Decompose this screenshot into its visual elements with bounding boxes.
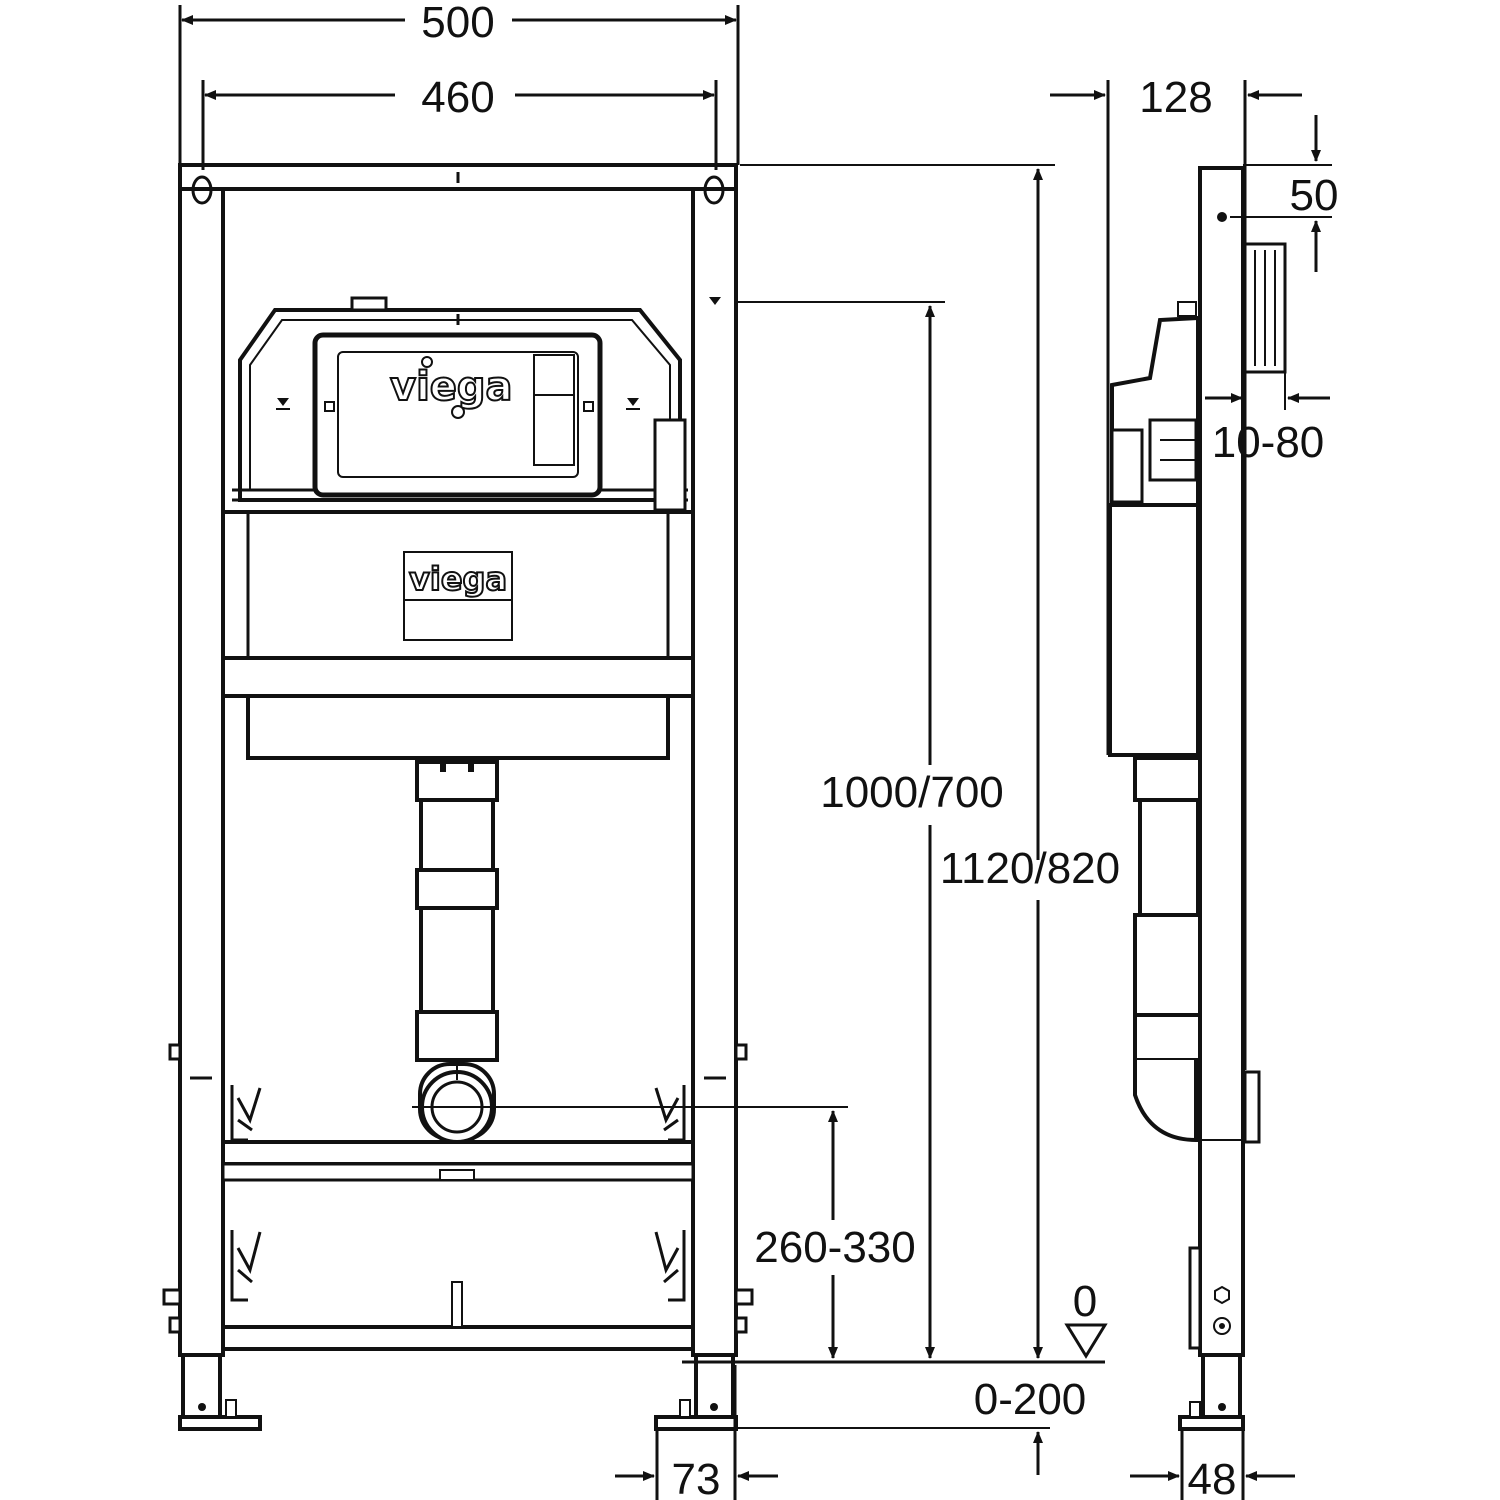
bottom-rail bbox=[221, 1325, 695, 1351]
cistern-height-label: 1000/700 bbox=[820, 768, 1004, 817]
label-plate bbox=[403, 551, 513, 641]
drain-outlet bbox=[412, 1060, 502, 1144]
cistern-lower bbox=[246, 694, 670, 760]
drain-height-label: 260-330 bbox=[754, 1223, 915, 1272]
floor-zero-label: 0 bbox=[1073, 1277, 1097, 1326]
bracket-spacing-label: 460 bbox=[421, 73, 494, 122]
bracket-height-label: 50 bbox=[1290, 171, 1339, 220]
front-view: viega viega bbox=[162, 163, 754, 1431]
middle-beam bbox=[221, 656, 695, 698]
side-dimensions: 128 50 10-80 48 bbox=[1050, 73, 1338, 1500]
side-screws bbox=[162, 1043, 754, 1334]
right-post bbox=[691, 163, 738, 1357]
side-cistern-body bbox=[1108, 503, 1200, 757]
drain-support-rail bbox=[221, 1140, 695, 1166]
frame-depth-label: 48 bbox=[1188, 1455, 1237, 1500]
top-left-hole bbox=[191, 175, 213, 205]
overall-width-label: 500 bbox=[421, 0, 494, 47]
mounting-clamps bbox=[230, 1085, 686, 1302]
label-brand-logo: viega bbox=[409, 560, 507, 598]
frame-feet bbox=[178, 1353, 738, 1431]
foot-adjust-label: 0-200 bbox=[974, 1375, 1087, 1424]
side-post bbox=[1198, 166, 1245, 1357]
front-dimensions: 500 460 1120/820 1000/700 260-330 0 0-20… bbox=[178, 0, 1120, 1500]
side-flush-pipe bbox=[1133, 756, 1202, 1143]
wall-spacing-label: 10-80 bbox=[1212, 418, 1325, 467]
left-post bbox=[178, 163, 225, 1357]
side-view bbox=[1108, 166, 1287, 1431]
top-beam bbox=[178, 163, 738, 191]
foot-width-label: 73 bbox=[672, 1455, 721, 1500]
top-right-hole bbox=[703, 175, 725, 205]
flush-pipe bbox=[415, 760, 499, 1062]
depth-label: 128 bbox=[1139, 73, 1212, 122]
floor-level-symbol bbox=[1064, 1323, 1108, 1359]
frame-height-label: 1120/820 bbox=[940, 844, 1120, 893]
cistern-brand-logo: viega bbox=[390, 364, 513, 410]
